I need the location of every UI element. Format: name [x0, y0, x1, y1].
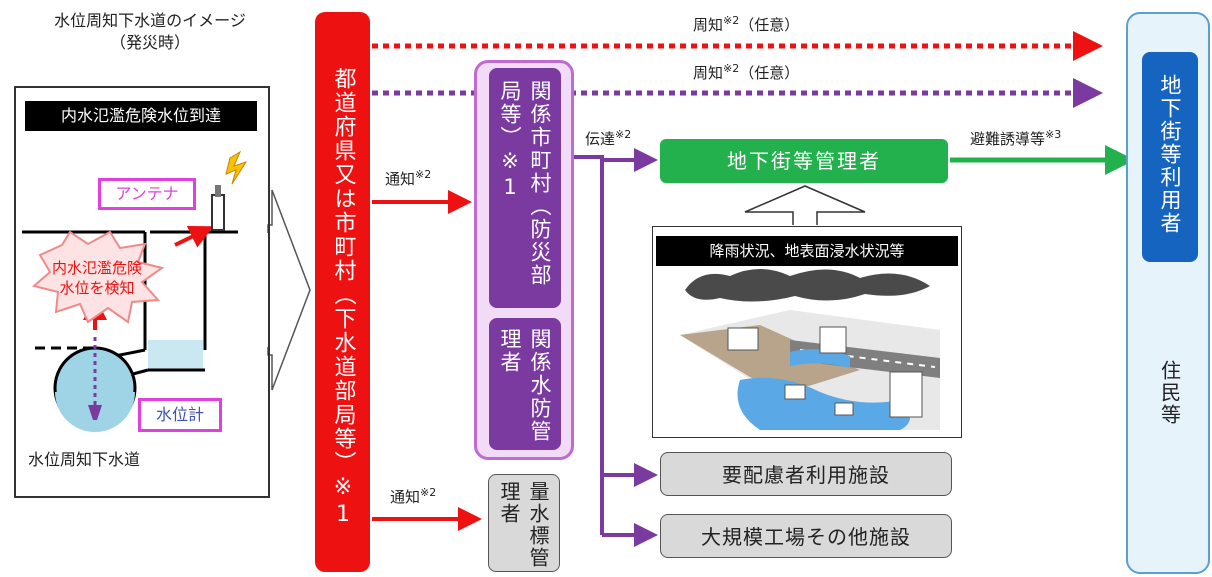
hollow-up-arrow	[744, 185, 866, 225]
prefecture-label: 都道府県又は市町村（下水道部局等）※1	[330, 67, 356, 529]
burst-shape	[31, 230, 165, 324]
sewer-caption: 水位周知下水道	[28, 450, 141, 469]
underground-users-label: 地下街等利用者	[1158, 74, 1182, 235]
left-panel	[14, 86, 270, 498]
big-hollow-arrow	[267, 189, 311, 391]
edge-label-notify-1: 通知※2	[385, 168, 432, 188]
care-facilities-node: 要配慮者利用施設	[660, 452, 952, 496]
water-gauge-node: 量水標管理者	[488, 474, 560, 572]
municipality-label: 関係市町村（防災部局等）※1	[498, 80, 552, 287]
antenna-label: アンテナ	[98, 178, 196, 210]
burst-label-line1: 内水氾濫危険	[51, 259, 142, 277]
underground-users-node: 地下街等利用者	[1142, 52, 1198, 262]
water-meter-label: 水位計	[138, 398, 222, 432]
underground-manager-node: 地下街等管理者	[660, 139, 948, 183]
municipality-node: 関係市町村（防災部局等）※1	[489, 68, 561, 308]
edge-label-evacuation: 避難誘導等※3	[970, 128, 1062, 148]
water-gauge-label: 量水標管理者	[497, 481, 550, 569]
prefecture-node: 都道府県又は市町村（下水道部局等）※1	[315, 12, 370, 572]
town-illustration	[680, 269, 940, 430]
edge-label-notice-2: 周知※2（任意）	[693, 62, 800, 82]
flood-prevention-label: 関係水防管理者	[498, 328, 552, 443]
factories-node: 大規模工場その他施設	[660, 514, 952, 558]
flood-prevention-node: 関係水防管理者	[489, 318, 561, 450]
edge-label-transmit: 伝達※2	[585, 128, 632, 148]
title-line2: （発災時）	[109, 33, 190, 52]
illustration-caption: 降雨状況、地表面浸水状況等	[656, 236, 958, 266]
residents-label: 住民等	[1157, 360, 1182, 426]
edge-label-notify-2: 通知※2	[390, 486, 437, 506]
diagram-title: 水位周知下水道のイメージ （発災時）	[30, 10, 270, 54]
residents-node: 住民等	[1150, 360, 1190, 426]
sewer-illustration	[22, 150, 248, 432]
burst-label: 内水氾濫危険 水位を検知	[22, 258, 172, 298]
title-line1: 水位周知下水道のイメージ	[54, 11, 246, 30]
edge-label-notice-1: 周知※2（任意）	[693, 14, 800, 34]
burst-label-line2: 水位を検知	[59, 279, 135, 297]
illustration-frame	[652, 226, 962, 438]
panel-header: 内水氾濫危険水位到達	[25, 101, 257, 131]
transmit-tree	[562, 155, 604, 535]
